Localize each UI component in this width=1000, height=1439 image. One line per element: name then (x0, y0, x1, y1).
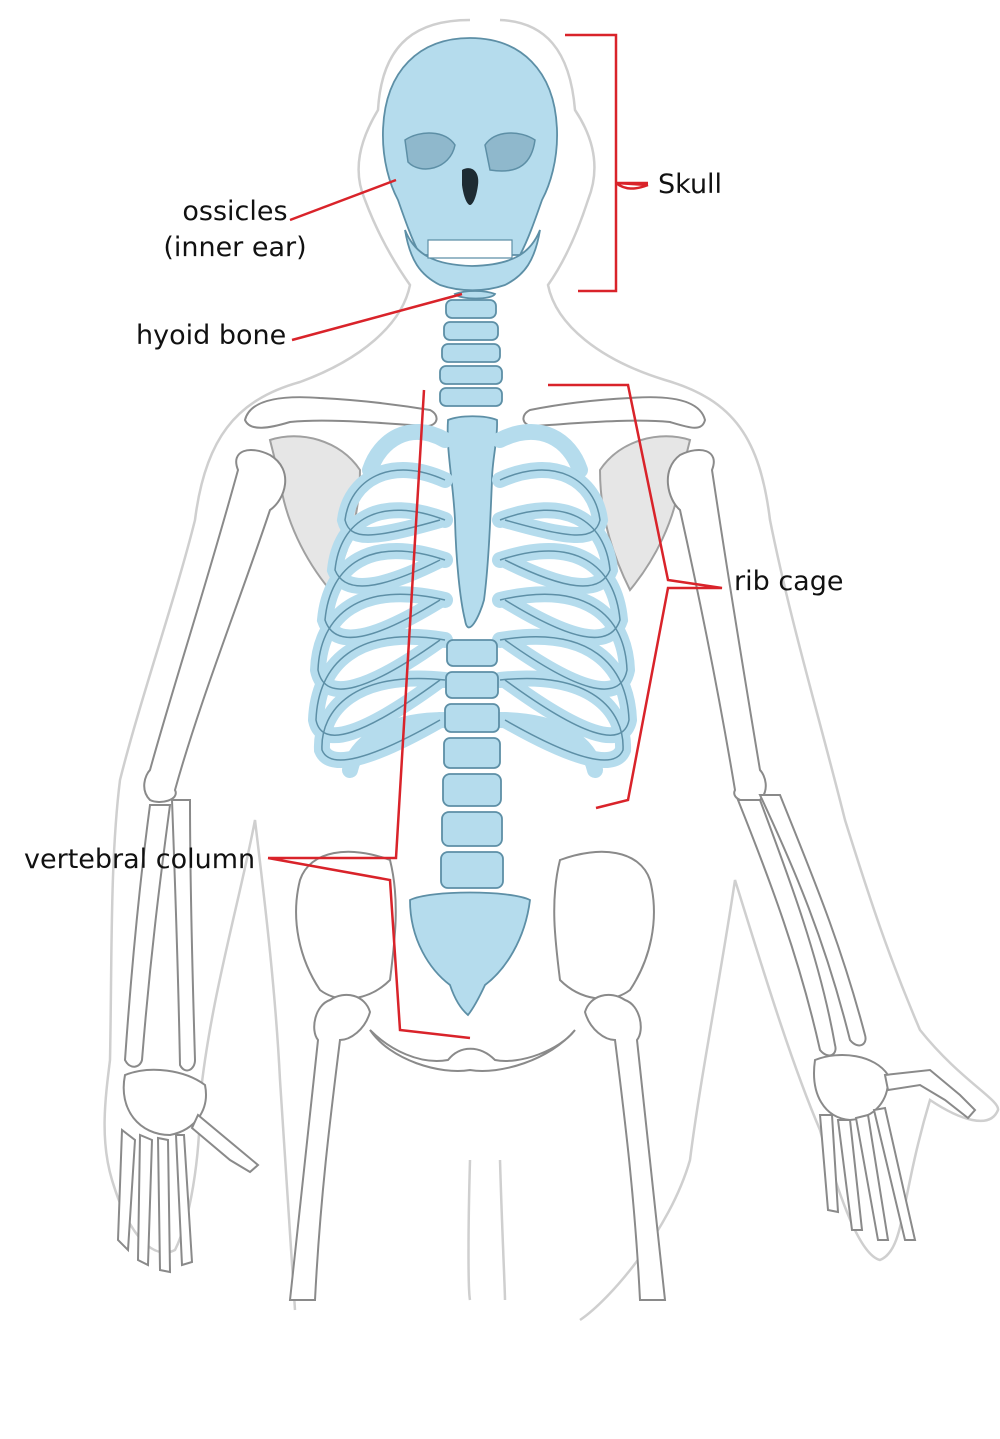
right-humerus (666, 449, 767, 803)
cervical-vertebra (441, 343, 501, 363)
cervical-vertebra (443, 321, 499, 341)
right-hand (813, 1054, 977, 1241)
skull-details (404, 132, 536, 259)
hyoid-leader (291, 292, 463, 342)
vertebra (442, 773, 502, 807)
appendicular-skeleton (116, 396, 977, 1301)
right-radius (736, 799, 837, 1057)
skull-bracket-tip (615, 181, 649, 190)
skull-mandible (404, 229, 541, 292)
left-humerus (143, 449, 287, 803)
sternum (446, 415, 498, 629)
vertebra (446, 639, 498, 667)
ribcage-bracket (548, 383, 723, 810)
axial-skeleton (307, 37, 638, 1017)
vertebra (441, 811, 503, 847)
sacrum (409, 891, 531, 1017)
eye-socket-right (484, 132, 536, 172)
pubic-arch (369, 1029, 576, 1072)
body-outline-right (499, 18, 1000, 1322)
vertebra (444, 703, 500, 733)
eye-socket-left (404, 132, 456, 170)
right-clavicle (522, 396, 707, 429)
skull-bracket (565, 33, 649, 293)
vertebra (443, 737, 501, 769)
nasal-cavity (462, 168, 479, 205)
hyoid-bone-shape (453, 290, 497, 300)
label-skull: Skull (658, 169, 723, 200)
right-ilium (553, 850, 655, 1000)
body-outline (103, 18, 471, 1311)
vertebra (445, 671, 499, 699)
vertebral-leader (267, 389, 471, 1040)
left-ilium (295, 850, 397, 1000)
left-femur (288, 993, 372, 1301)
cervical-vertebra (439, 365, 503, 385)
label-rib-cage: rib cage (734, 566, 844, 597)
left-hand (116, 1068, 260, 1274)
label-hyoid: hyoid bone (136, 320, 287, 351)
teeth (427, 239, 513, 259)
right-ulna (758, 794, 867, 1047)
label-ossicles-line1: ossicles (182, 196, 288, 227)
body-outline-legs (467, 1159, 507, 1301)
right-femur (583, 993, 667, 1301)
label-ossicles-line2: (inner ear) (163, 232, 307, 263)
ossicles-leader (289, 178, 397, 222)
label-vertebral-column: vertebral column (24, 844, 256, 875)
right-ribs-outline (499, 469, 630, 761)
left-radius (123, 804, 172, 1068)
left-ulna (170, 799, 197, 1072)
vertebra (440, 851, 504, 889)
left-ribs-outline (315, 469, 446, 761)
leader-lines (267, 33, 723, 1040)
left-clavicle (243, 396, 438, 429)
cervical-vertebra (445, 299, 497, 319)
cervical-vertebra (439, 387, 503, 407)
